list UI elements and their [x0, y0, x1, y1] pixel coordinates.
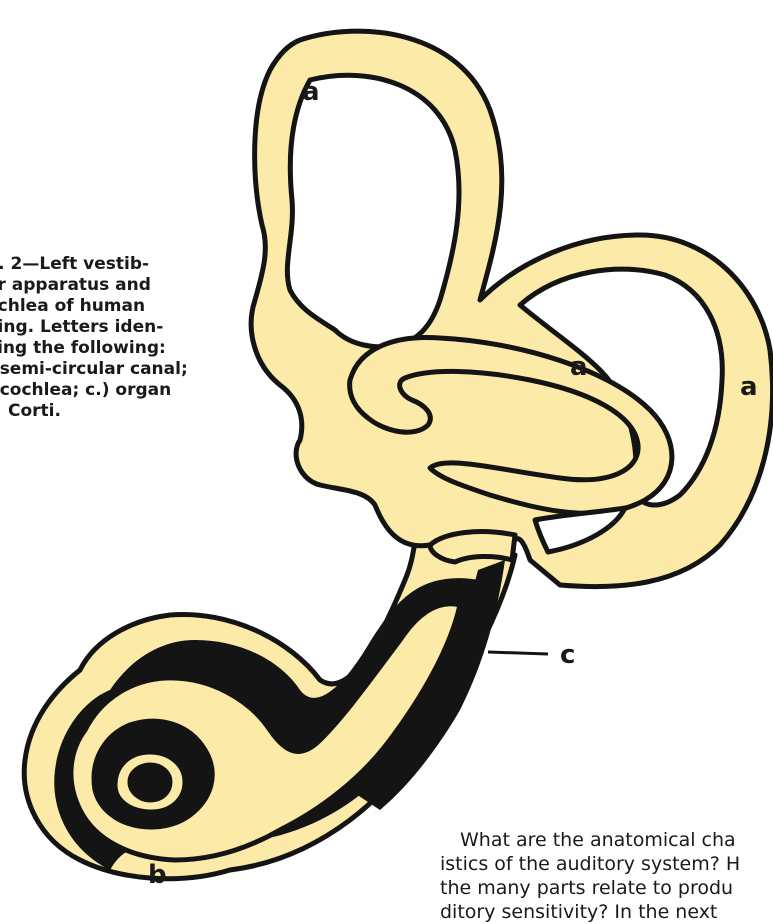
label-a-right: a — [740, 372, 758, 402]
label-a-middle: a — [570, 352, 588, 382]
cochlea-core — [130, 765, 170, 800]
body-text-line: istics of the auditory system? H — [440, 852, 773, 876]
label-b: b — [148, 860, 167, 890]
body-text-line: the many parts relate to produ — [440, 876, 773, 900]
label-c: c — [560, 640, 575, 670]
stalk — [430, 532, 515, 562]
body-text-line: ditory sensitivity? In the next — [440, 900, 773, 924]
label-c-pointer — [488, 652, 548, 654]
body-text-line: What are the anatomical cha — [440, 828, 773, 852]
body-text: What are the anatomical cha istics of th… — [440, 828, 773, 924]
canal-hole-top — [287, 75, 459, 347]
label-a-top: a — [302, 77, 320, 107]
